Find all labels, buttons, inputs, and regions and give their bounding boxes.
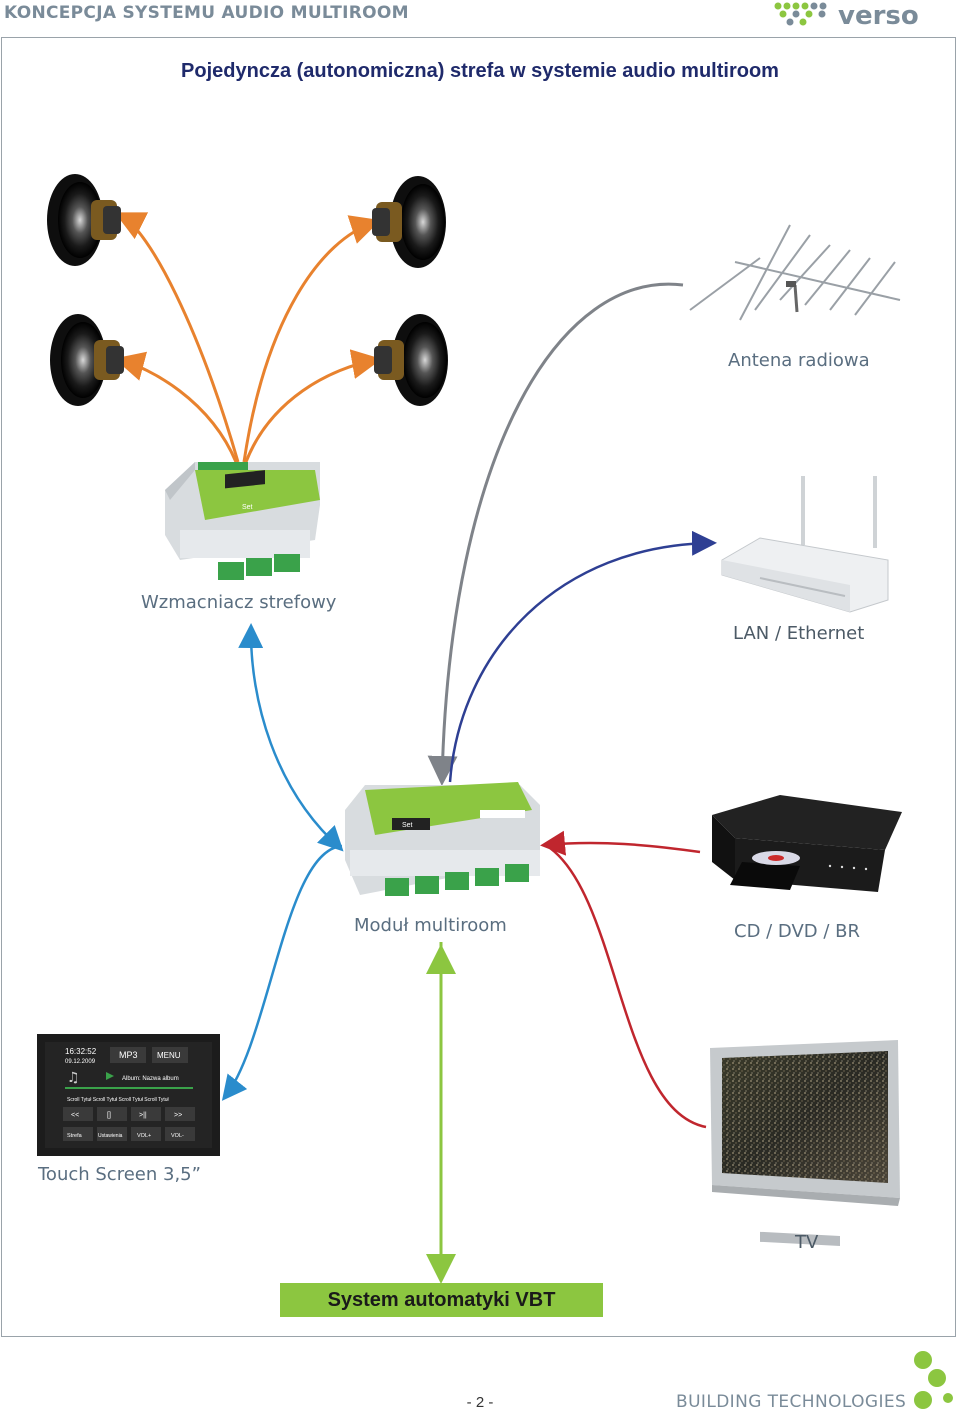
ts-vol-down: VOL- xyxy=(171,1133,184,1139)
logo-text: verso xyxy=(838,1,919,31)
touchscreen-label: Touch Screen 3,5” xyxy=(38,1164,201,1185)
ts-date: 09.12.2009 xyxy=(65,1059,96,1065)
page-number: - 2 - xyxy=(466,1394,494,1411)
speaker-icon-2 xyxy=(372,176,446,268)
touchscreen-label-text: Touch Screen 3,5 xyxy=(38,1164,192,1185)
amp-set-label: Set xyxy=(242,504,253,511)
play-icon xyxy=(106,1072,114,1080)
speaker-icon-4 xyxy=(374,314,448,406)
module-label: Moduł multiroom xyxy=(354,915,507,936)
player-module-link xyxy=(540,830,701,856)
ts-album: Album: Nazwa album xyxy=(122,1076,179,1082)
music-note-icon: ♫ xyxy=(67,1070,80,1086)
ts-prev: << xyxy=(71,1112,79,1119)
inch-mark: ” xyxy=(191,1164,201,1185)
amplifier-icon: Set xyxy=(165,462,320,580)
player-label: CD / DVD / BR xyxy=(734,921,861,942)
verso-logo: verso xyxy=(774,1,919,31)
lan-label: LAN / Ethernet xyxy=(733,623,865,644)
dvd-player-icon xyxy=(712,795,902,892)
ts-settings: Ustawienia xyxy=(98,1133,123,1139)
header-title: KONCEPCJA SYSTEMU AUDIO MULTIROOM xyxy=(4,3,409,23)
amplifier-label: Wzmacniacz strefowy xyxy=(141,592,337,613)
page-heading: Pojedyncza (autonomiczna) strefa w syste… xyxy=(181,60,779,82)
speaker-cable-3 xyxy=(114,351,238,463)
touch-module-link xyxy=(221,844,343,1101)
module-set-label: Set xyxy=(402,822,413,829)
ts-menu: MENU xyxy=(157,1051,181,1060)
diagram-frame xyxy=(1,37,956,1337)
footer-dots-icon xyxy=(914,1351,953,1409)
ts-next: >> xyxy=(174,1112,182,1119)
vbt-system-box: System automatyki VBT xyxy=(280,1283,603,1317)
speaker-icon-3 xyxy=(50,314,124,406)
antenna-icon xyxy=(689,224,901,321)
ts-stop: [] xyxy=(107,1112,111,1119)
antenna-cable xyxy=(427,282,684,786)
speaker-cable-4 xyxy=(244,349,382,463)
router-icon xyxy=(721,476,889,613)
speaker-cable-2 xyxy=(242,215,381,463)
speaker-icon-1 xyxy=(47,174,121,266)
ts-time: 16:32:52 xyxy=(65,1047,97,1056)
tv-module-link xyxy=(549,846,707,1129)
ts-zone: Strefa xyxy=(67,1133,83,1139)
tv-icon xyxy=(710,1040,900,1247)
touchscreen-icon: 16:32:52 09.12.2009 MP3 MENU ♫ Album: Na… xyxy=(37,1034,220,1156)
tv-label: TV xyxy=(795,1232,819,1253)
ts-vol-up: VOL+ xyxy=(137,1133,151,1139)
lan-cable xyxy=(448,530,717,783)
logo-dots-icon xyxy=(774,2,827,26)
amp-module-link xyxy=(238,623,344,852)
ts-play: >|| xyxy=(139,1112,147,1119)
multiroom-module-icon: Set xyxy=(345,782,540,896)
antenna-label: Antena radiowa xyxy=(728,350,870,371)
footer-brand: BUILDING TECHNOLOGIES xyxy=(676,1392,907,1412)
ts-scroll: Scroll Tytuł Scroll Tytuł Scroll Tytuł S… xyxy=(67,1097,169,1103)
ts-source: MP3 xyxy=(119,1050,138,1060)
speaker-cable-1 xyxy=(114,212,240,463)
